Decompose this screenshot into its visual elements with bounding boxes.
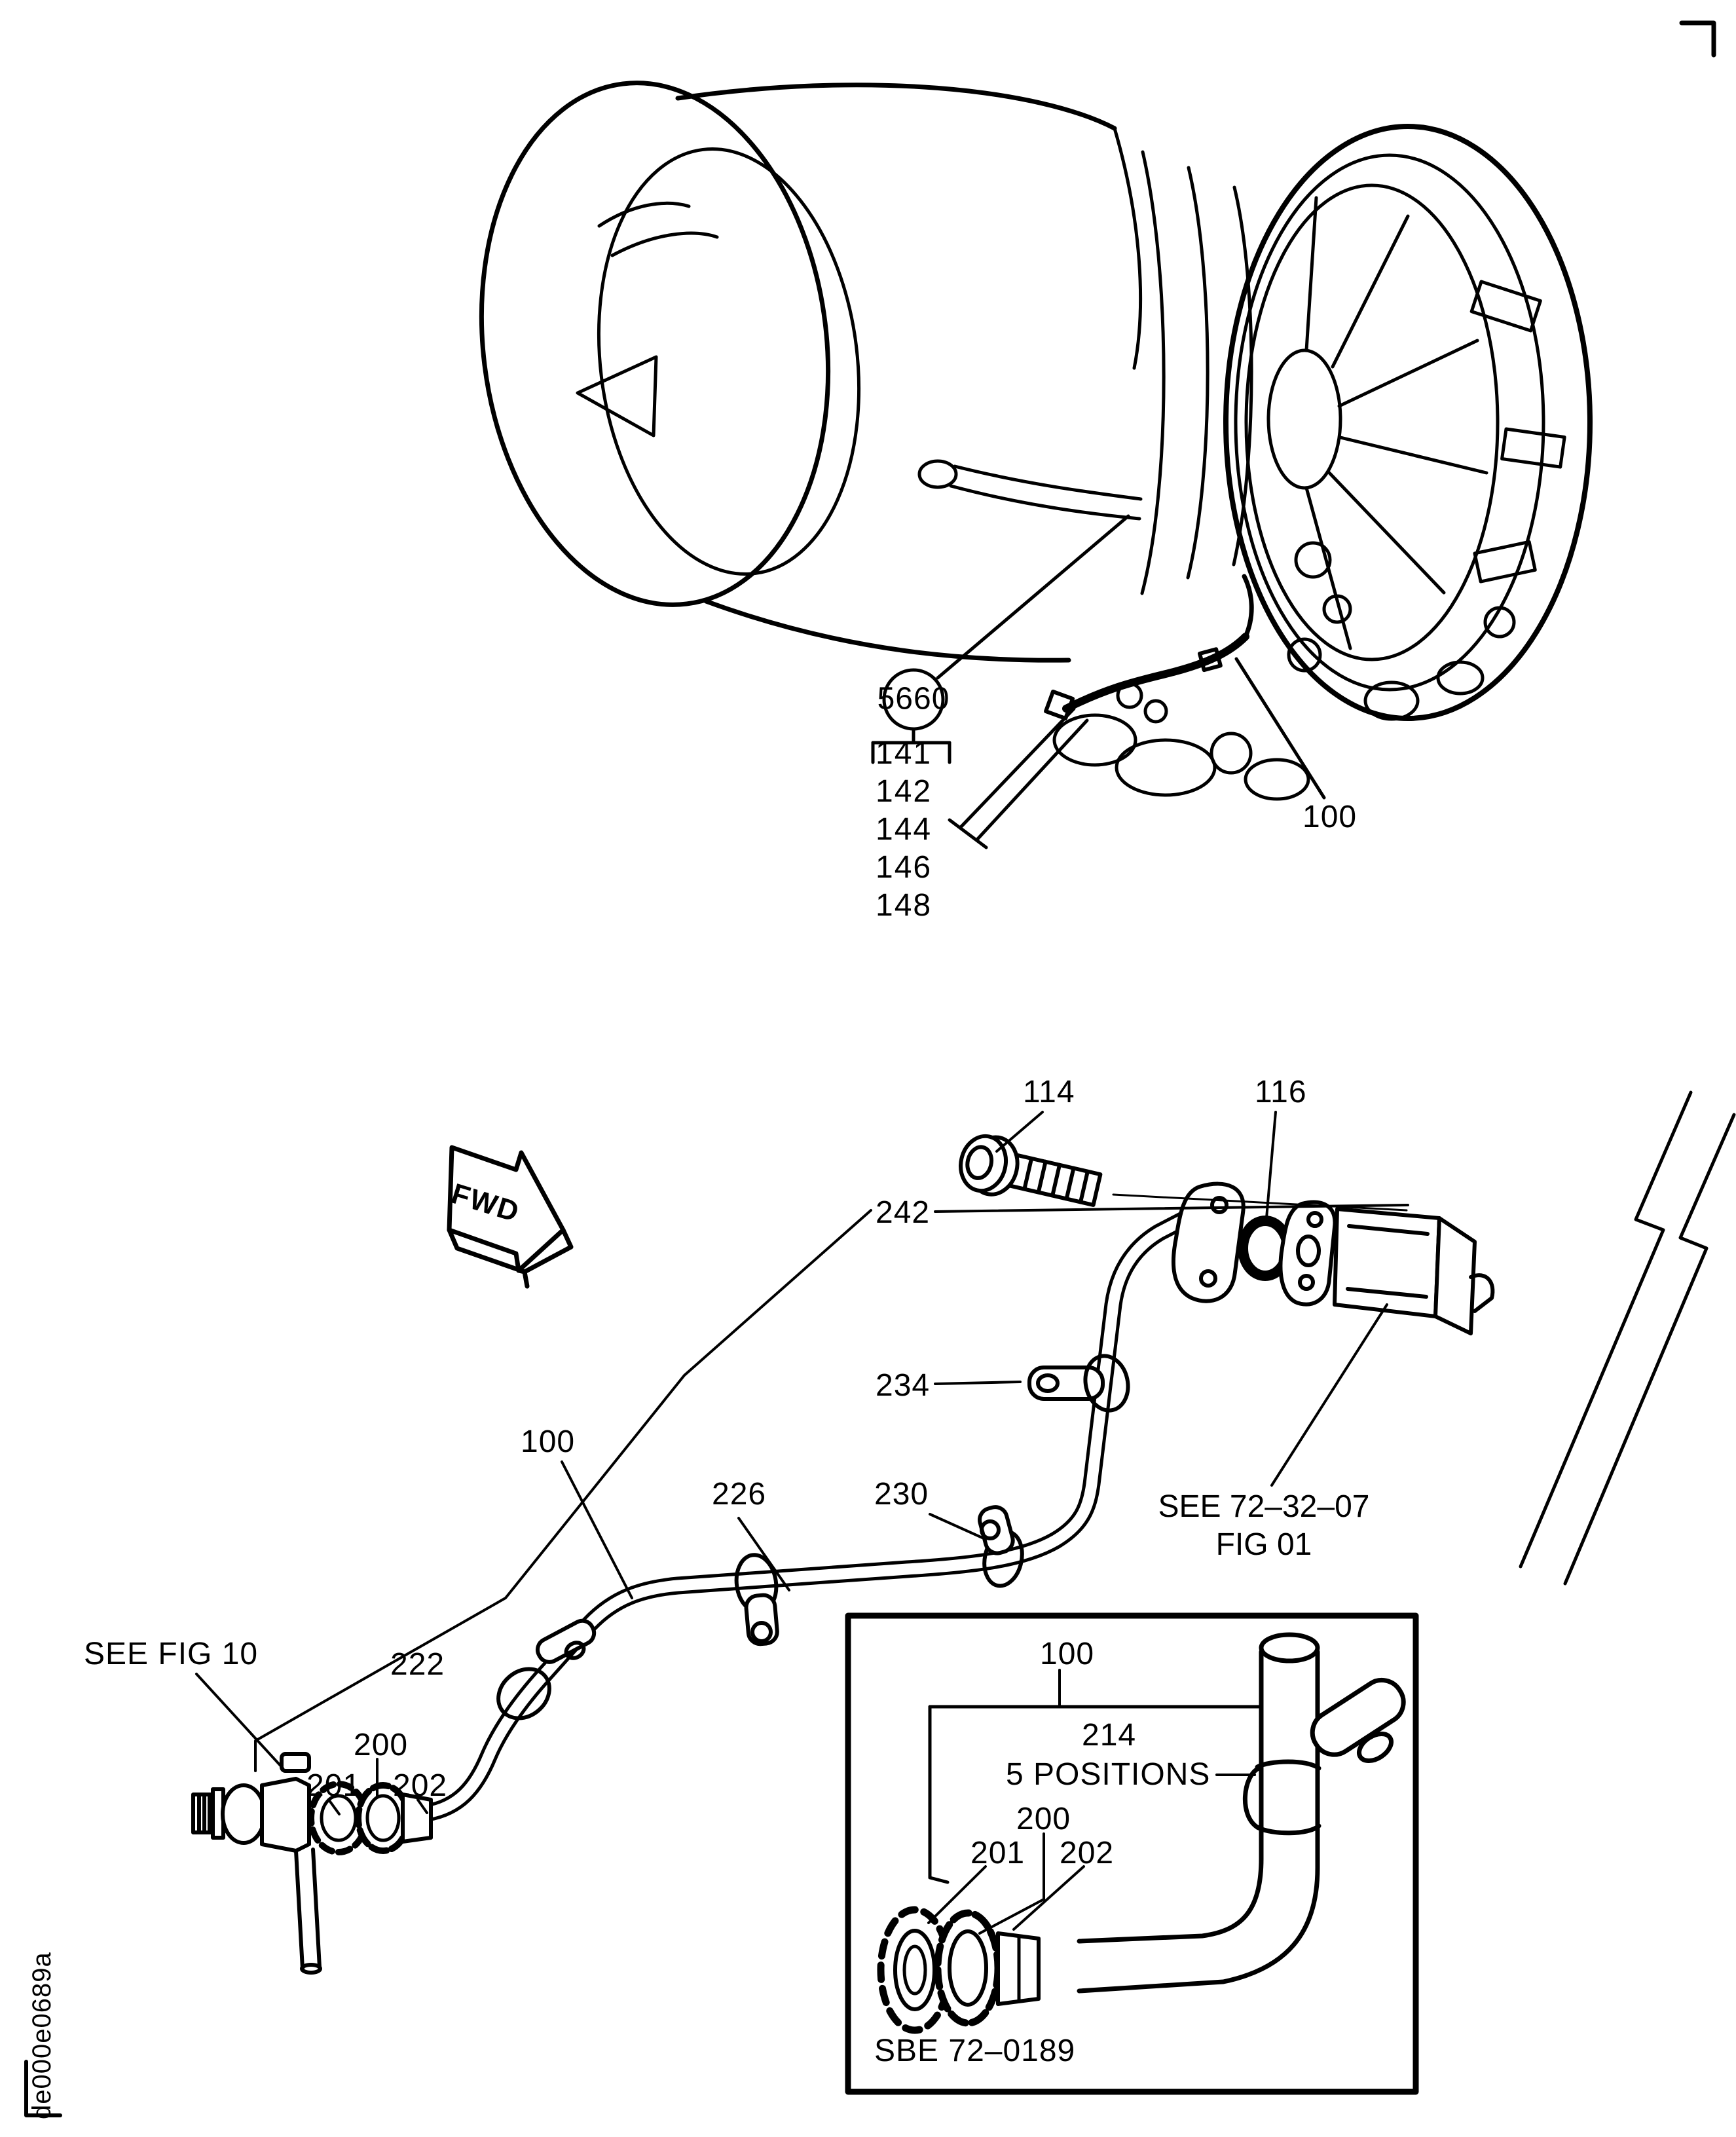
label-114: 114 (1023, 1075, 1075, 1109)
inset-clamp-214 (1242, 1677, 1406, 1836)
clamp-234-graphic (1027, 1354, 1130, 1413)
label-226: 226 (712, 1477, 767, 1512)
label-see-fig-10: SEE FIG 10 (84, 1637, 259, 1671)
tube-end-flange (1172, 1181, 1246, 1303)
inset-label-202: 202 (1060, 1836, 1115, 1870)
label-100-top: 100 (1302, 800, 1357, 834)
see-reference-line1: SEE 72–32–07 (1158, 1489, 1370, 1524)
callout-146: 146 (876, 850, 933, 885)
inset-box (845, 1612, 1419, 2095)
label-234: 234 (876, 1368, 931, 1403)
label-202-main: 202 (393, 1768, 448, 1803)
inset-leaders (927, 1669, 1261, 1935)
document-code: de000e0689a (28, 1952, 56, 2119)
see-reference: SEE 72–32–07 FIG 01 (1143, 1488, 1385, 1564)
callout-141: 141 (876, 736, 933, 771)
inset-figure-ref: SBE 72–0189 (874, 2034, 1076, 2068)
inset-label-5-positions: 5 POSITIONS (1006, 1757, 1211, 1792)
label-230: 230 (874, 1477, 929, 1512)
label-100-middle: 100 (521, 1424, 576, 1459)
corner-mark-bottom-left (24, 2060, 62, 2117)
component-box (1333, 1207, 1495, 1335)
callout-148: 148 (876, 888, 933, 923)
inset-nut-stack (877, 1906, 1041, 2034)
tube-assembly-100 (418, 1204, 1206, 1822)
fwd-arrow (447, 1145, 574, 1289)
elbow-nut-stack (308, 1781, 433, 1855)
label-200-main: 200 (354, 1728, 409, 1762)
balloon-5660-graphic (871, 514, 1130, 764)
engine-subject-tube (1044, 574, 1254, 721)
see-reference-line2: FIG 01 (1215, 1527, 1312, 1562)
callout-142: 142 (876, 774, 933, 809)
inset-label-100: 100 (1040, 1637, 1095, 1671)
callout-144: 144 (876, 812, 933, 847)
inset-label-201: 201 (970, 1836, 1025, 1870)
bolt-centerline (1112, 1193, 1408, 1212)
callout-list: 141 142 144 146 148 (876, 735, 932, 925)
clamp-226-graphic (734, 1553, 779, 1646)
inset-label-200: 200 (1016, 1802, 1071, 1836)
balloon-5660-label: 5660 (877, 681, 950, 716)
clamp-222-graphic (496, 1618, 597, 1720)
label-116: 116 (1255, 1075, 1307, 1109)
corner-mark-top-right (1679, 20, 1716, 58)
clamp-230-graphic (978, 1505, 1024, 1588)
tee-fitting (191, 1752, 322, 1975)
label-201-main: 201 (306, 1768, 361, 1803)
engine-illustration (479, 81, 1593, 849)
middle-leaders (195, 1111, 1409, 1815)
inset-label-214: 214 (1082, 1718, 1137, 1753)
label-222: 222 (390, 1647, 445, 1682)
inset-elbow-tube (1077, 1632, 1320, 1994)
bolt-114-graphic (959, 1134, 1103, 1207)
label-242: 242 (876, 1195, 931, 1230)
engine-boundary-breaklines (1519, 1090, 1736, 1586)
leader-100-top (1234, 657, 1326, 800)
adapter-flange (1278, 1200, 1337, 1307)
